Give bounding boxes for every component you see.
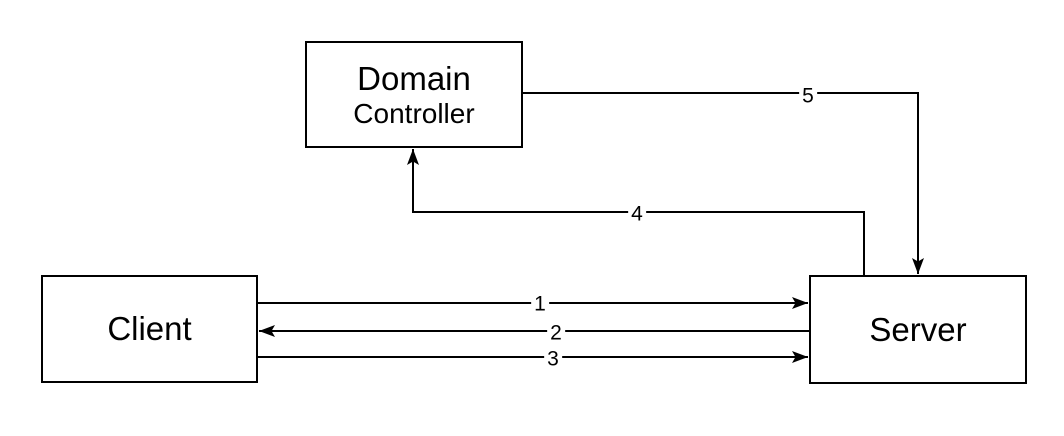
edge-5-line (523, 92, 924, 274)
node-client: Client (41, 275, 258, 383)
edge-5-label: 5 (799, 84, 817, 108)
node-domain-controller: Domain Controller (305, 41, 523, 148)
edge-1-label: 1 (531, 292, 549, 316)
edge-4-label: 4 (628, 202, 646, 226)
domain-controller-label-line1: Domain (357, 59, 471, 97)
node-server: Server (809, 275, 1027, 384)
edge-2-label: 2 (547, 321, 565, 345)
domain-controller-label-line2: Controller (353, 97, 475, 129)
server-label: Server (869, 310, 967, 348)
edge-3-label: 3 (544, 347, 562, 371)
client-label: Client (107, 310, 192, 347)
